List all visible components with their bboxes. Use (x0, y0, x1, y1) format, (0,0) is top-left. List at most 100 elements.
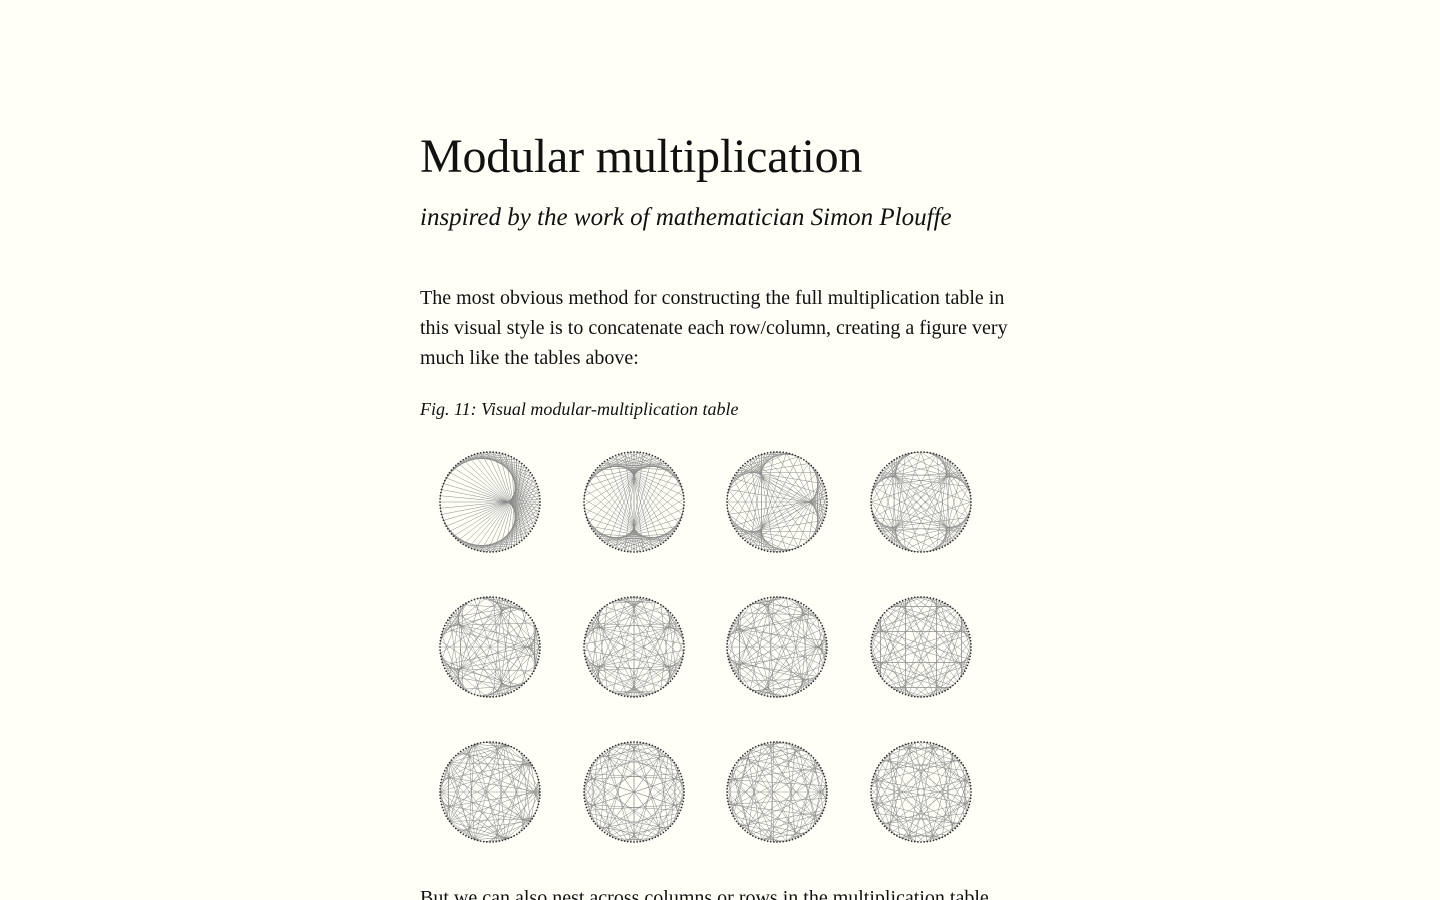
circle-point (467, 836, 470, 839)
circle-point (739, 756, 742, 759)
circle-point (527, 822, 530, 825)
circle-point (746, 605, 749, 608)
circle-point (539, 504, 541, 507)
circle-point (879, 820, 882, 823)
circle-point (926, 741, 929, 744)
circle-point (470, 744, 473, 747)
circle-point (645, 452, 648, 455)
circle-point (626, 840, 629, 843)
circle-point (614, 599, 617, 602)
circle-point (956, 466, 959, 469)
circle-point (935, 838, 938, 841)
circle-point (763, 597, 766, 600)
circle-point (617, 598, 620, 601)
circle-point (606, 458, 609, 461)
circle-point (657, 457, 659, 460)
circle-point (730, 769, 733, 772)
circle-point (963, 815, 966, 817)
circle-point (873, 627, 876, 630)
circle-point (482, 840, 485, 843)
circle-point (741, 754, 744, 757)
circle-point (662, 605, 665, 608)
circle-point (492, 696, 495, 698)
circle-point (583, 639, 586, 642)
circle-point (967, 775, 970, 778)
circle-point (611, 691, 614, 694)
circle-point (633, 841, 635, 843)
circle-point (737, 677, 740, 680)
circle-point (538, 636, 541, 639)
circle-point (459, 605, 462, 608)
circle-point (962, 764, 965, 767)
circle-point (452, 466, 455, 469)
circle-point (439, 494, 442, 497)
circle-point (586, 664, 589, 667)
circle-point (825, 491, 828, 494)
circle-point (648, 548, 651, 551)
circle-point (898, 691, 901, 694)
circle-point (525, 680, 528, 683)
circle-point (938, 547, 941, 550)
circle-point (825, 655, 828, 658)
circle-point (681, 488, 684, 491)
circle-point (888, 539, 891, 542)
circle-point (603, 750, 606, 753)
circle-point (664, 607, 667, 610)
circle-point (823, 630, 826, 633)
circle-point (782, 596, 785, 599)
circle-point (782, 451, 785, 454)
circle-point (679, 772, 682, 775)
circle-point (941, 691, 944, 694)
circle-point (946, 688, 949, 691)
circle-point (515, 688, 518, 691)
circle-point (443, 769, 446, 772)
circle-point (651, 744, 654, 747)
circle-point (609, 544, 611, 547)
circle-point (824, 658, 827, 661)
circle-point (730, 667, 733, 670)
circle-point (969, 507, 972, 510)
circle-point (969, 636, 972, 639)
circle-point (614, 744, 617, 747)
circle-point (439, 787, 441, 790)
circle-point (893, 543, 896, 546)
circle-point (727, 658, 730, 661)
circle-point (594, 822, 597, 825)
circle-point (794, 692, 797, 695)
circle-point (739, 680, 742, 683)
circle-point (788, 694, 791, 697)
circle-point (735, 616, 738, 619)
circle-point (586, 482, 589, 485)
circle-point (949, 831, 952, 834)
circle-point (479, 451, 482, 454)
circle-point (441, 630, 444, 633)
circle-point (967, 661, 970, 664)
circle-point (538, 784, 541, 787)
circle-point (888, 829, 891, 832)
circle-point (741, 464, 744, 467)
circle-point (805, 541, 808, 544)
circle-point (598, 537, 601, 540)
circle-point (467, 455, 470, 458)
circle-point (510, 836, 513, 839)
circle-point (642, 695, 645, 698)
circle-point (659, 603, 662, 606)
circle-point (657, 602, 659, 605)
circle-point (539, 787, 541, 790)
circle-point (966, 664, 969, 667)
circle-point (601, 684, 604, 687)
circle-point (648, 453, 651, 456)
circle-point (776, 596, 778, 598)
circle-point (515, 458, 518, 461)
circle-point (890, 686, 893, 689)
circle-point (776, 741, 778, 743)
circle-point (454, 464, 457, 467)
times-9-circle (870, 596, 972, 698)
circle-point (452, 825, 455, 828)
circle-point (877, 474, 880, 477)
circle-point (881, 532, 884, 535)
circle-point (876, 670, 879, 672)
circle-point (760, 453, 763, 456)
circle-point (870, 639, 873, 642)
circle-point (510, 546, 513, 549)
